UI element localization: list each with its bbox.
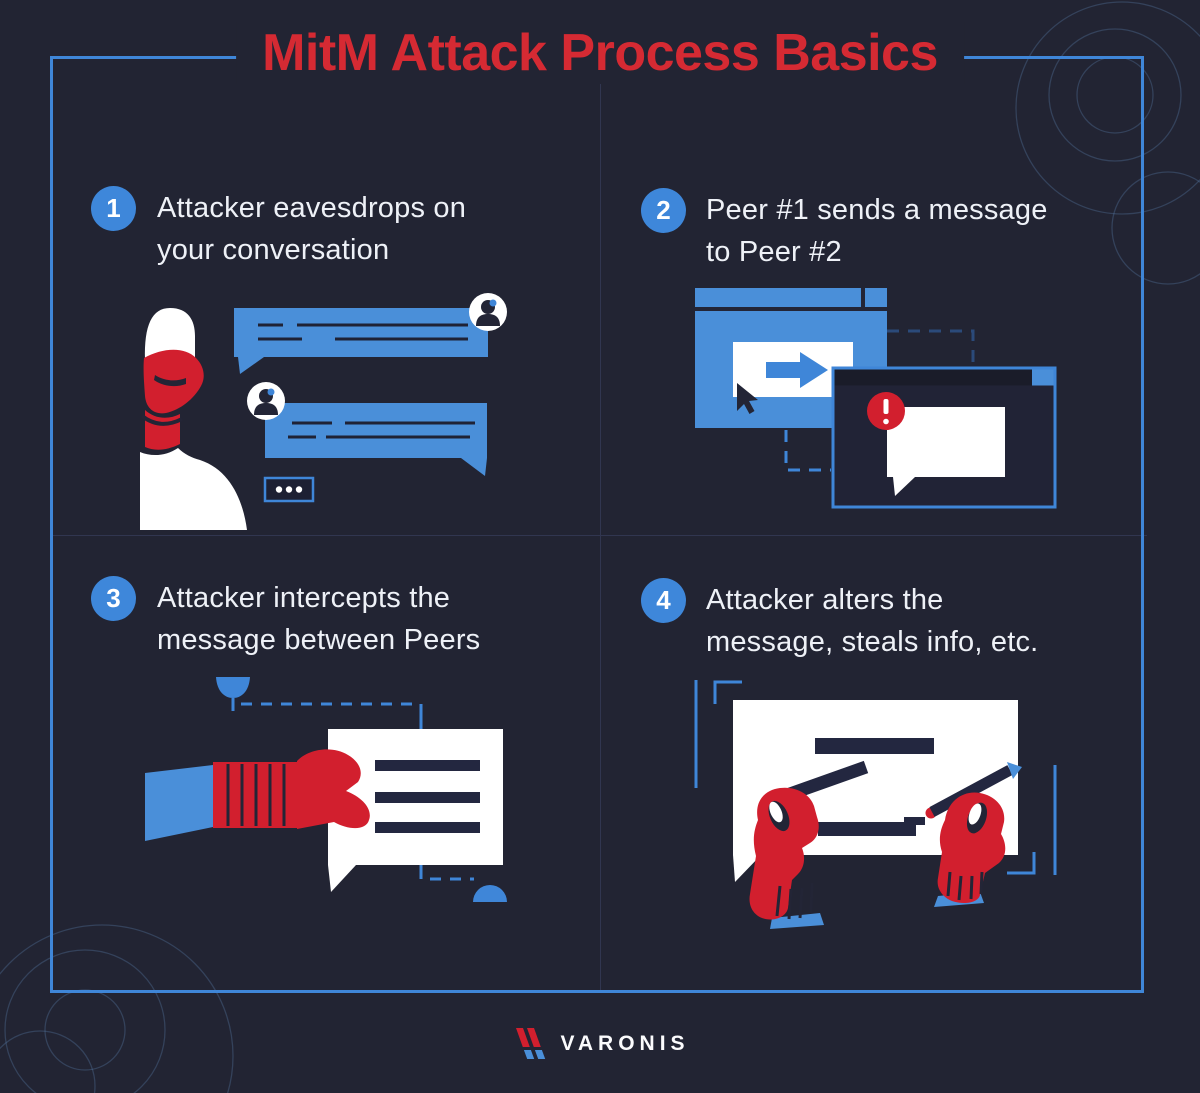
cursor-icon	[737, 383, 758, 414]
listener-dome-icon	[473, 885, 507, 902]
step-4-illustration-alter-message	[694, 680, 1057, 929]
editing-hand-right	[934, 792, 1006, 907]
step-4-label-line2: message, steals info, etc.	[706, 626, 1039, 658]
step-3-illustration-intercept	[145, 677, 507, 902]
funnel-icon	[216, 677, 250, 711]
step-2-illustration-send-message	[695, 288, 1057, 509]
speech-bubble-icon	[887, 407, 1005, 496]
varonis-logo-mark	[516, 1028, 546, 1059]
step-1-label-line2: your conversation	[157, 234, 390, 266]
step-4-badge: 4	[641, 578, 686, 623]
step-4-number: 4	[656, 585, 671, 615]
user-avatar-icon	[469, 293, 507, 331]
dashed-path-bright	[784, 430, 831, 472]
attacker-figure	[140, 308, 247, 530]
page-title: MitM Attack Process Basics	[236, 22, 964, 84]
chat-bubble-top	[234, 308, 488, 374]
brand-name: VARONIS	[560, 1032, 690, 1055]
step-2-label-line1: Peer #1 sends a message	[706, 194, 1048, 226]
step-3-badge: 3	[91, 576, 136, 621]
step-1-label: Attacker eavesdrops on your conversation	[157, 187, 466, 271]
user-avatar-icon	[247, 382, 285, 420]
quadrant-divider-horizontal	[53, 535, 1147, 536]
step-2-number: 2	[656, 195, 671, 225]
quadrant-divider-vertical	[600, 59, 601, 993]
editing-hand-left	[749, 787, 824, 929]
step-1-number: 1	[106, 193, 121, 223]
step-4-label: Attacker alters the message, steals info…	[706, 579, 1038, 663]
hand-grabbing	[145, 749, 370, 841]
step-3-label-line1: Attacker intercepts the	[157, 582, 451, 614]
chat-bubble-bottom	[265, 403, 487, 476]
typing-indicator-icon	[263, 476, 315, 503]
step-2-badge: 2	[641, 188, 686, 233]
step-3-label: Attacker intercepts the message between …	[157, 577, 480, 661]
step-3-label-line2: message between Peers	[157, 624, 481, 656]
step-2-label: Peer #1 sends a message to Peer #2	[706, 189, 1048, 273]
step-3-number: 3	[106, 583, 121, 613]
step-2-label-line2: to Peer #2	[706, 236, 842, 268]
send-arrow-icon	[766, 352, 828, 388]
text-bar-lifted	[787, 760, 869, 801]
step-1-badge: 1	[91, 186, 136, 231]
step-1-label-line1: Attacker eavesdrops on	[157, 192, 467, 224]
speech-bubble-icon	[328, 729, 503, 892]
dashed-path-dark	[887, 329, 975, 366]
step-1-illustration-eavesdropper	[140, 293, 507, 530]
brand-footer: VARONIS	[0, 1022, 1200, 1066]
alert-exclamation-icon	[867, 392, 905, 430]
pencil-icon	[925, 762, 1022, 819]
corner-bracket-icon	[694, 680, 1057, 875]
browser-window-receiver	[831, 366, 1057, 509]
step-4-label-line1: Attacker alters the	[706, 584, 944, 616]
